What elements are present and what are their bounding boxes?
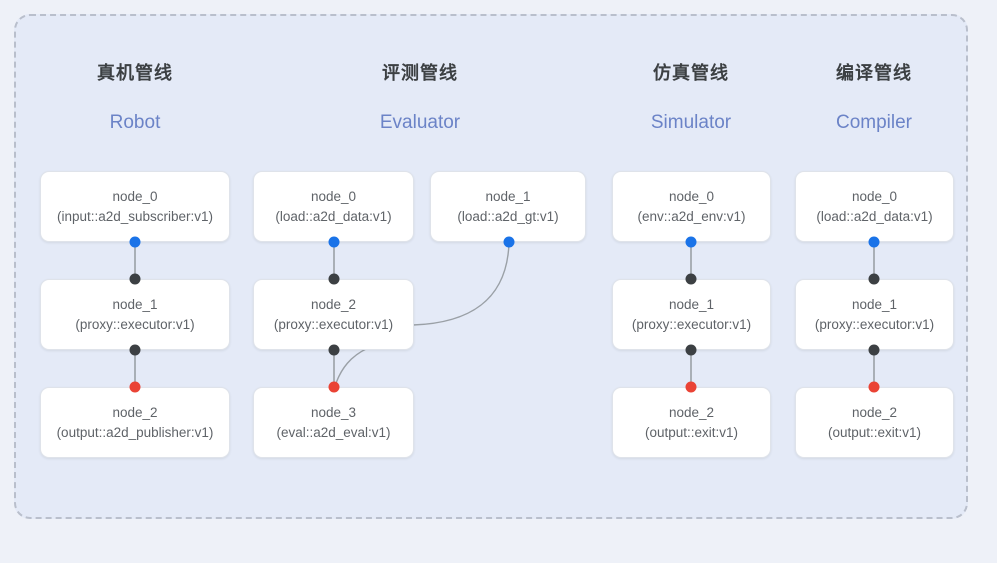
port-input-robot-node-2[interactable] <box>129 381 141 393</box>
port-output-eval-node-2[interactable] <box>328 344 340 356</box>
node-type: (output::exit:v1) <box>827 424 922 440</box>
node-comp-node-1[interactable]: node_1 (proxy::executor:v1) <box>795 279 954 350</box>
node-comp-node-0[interactable]: node_0 (load::a2d_data:v1) <box>795 171 954 242</box>
node-title: node_1 <box>851 296 898 312</box>
node-type: (proxy::executor:v1) <box>631 316 752 332</box>
node-title: node_0 <box>668 188 715 204</box>
node-title: node_2 <box>112 404 158 420</box>
port-output-sim-node-1[interactable] <box>685 344 697 356</box>
port-input-eval-node-3[interactable] <box>328 381 340 393</box>
node-type: (eval::a2d_eval:v1) <box>276 424 391 440</box>
port-input-eval-node-2[interactable] <box>328 273 340 285</box>
node-type: (load::a2d_gt:v1) <box>457 208 559 224</box>
port-input-sim-node-1[interactable] <box>685 273 697 285</box>
node-title: node_0 <box>112 188 158 204</box>
port-output-robot-node-0[interactable] <box>129 236 141 248</box>
node-eval-node-2[interactable]: node_2 (proxy::executor:v1) <box>253 279 414 350</box>
node-type: (proxy::executor:v1) <box>75 316 195 332</box>
node-type: (load::a2d_data:v1) <box>275 208 392 224</box>
node-title: node_1 <box>668 296 715 312</box>
node-eval-node-3[interactable]: node_3 (eval::a2d_eval:v1) <box>253 387 414 458</box>
port-output-eval-node-0[interactable] <box>328 236 340 248</box>
node-title: node_2 <box>668 404 715 420</box>
node-title: node_2 <box>851 404 898 420</box>
node-type: (proxy::executor:v1) <box>814 316 935 332</box>
node-title: node_0 <box>851 188 898 204</box>
node-eval-node-1[interactable]: node_1 (load::a2d_gt:v1) <box>430 171 586 242</box>
port-output-comp-node-1[interactable] <box>868 344 880 356</box>
node-sim-node-1[interactable]: node_1 (proxy::executor:v1) <box>612 279 771 350</box>
port-output-sim-node-0[interactable] <box>685 236 697 248</box>
node-comp-node-2[interactable]: node_2 (output::exit:v1) <box>795 387 954 458</box>
node-title: node_2 <box>310 296 357 312</box>
node-title: node_0 <box>310 188 357 204</box>
port-input-sim-node-2[interactable] <box>685 381 697 393</box>
node-type: (input::a2d_subscriber:v1) <box>56 208 214 224</box>
node-type: (load::a2d_data:v1) <box>816 208 933 224</box>
node-eval-node-0[interactable]: node_0 (load::a2d_data:v1) <box>253 171 414 242</box>
node-robot-node-1[interactable]: node_1 (proxy::executor:v1) <box>40 279 230 350</box>
node-sim-node-0[interactable]: node_0 (env::a2d_env:v1) <box>612 171 771 242</box>
port-output-comp-node-0[interactable] <box>868 236 880 248</box>
node-title: node_1 <box>485 188 531 204</box>
port-input-robot-node-1[interactable] <box>129 273 141 285</box>
node-title: node_1 <box>112 296 158 312</box>
node-type: (env::a2d_env:v1) <box>637 208 746 224</box>
port-output-robot-node-1[interactable] <box>129 344 141 356</box>
node-type: (output::exit:v1) <box>644 424 739 440</box>
node-type: (output::a2d_publisher:v1) <box>56 424 214 440</box>
node-robot-node-0[interactable]: node_0 (input::a2d_subscriber:v1) <box>40 171 230 242</box>
port-input-comp-node-1[interactable] <box>868 273 880 285</box>
port-output-eval-node-1[interactable] <box>503 236 515 248</box>
node-robot-node-2[interactable]: node_2 (output::a2d_publisher:v1) <box>40 387 230 458</box>
node-title: node_3 <box>310 404 357 420</box>
port-input-comp-node-2[interactable] <box>868 381 880 393</box>
node-type: (proxy::executor:v1) <box>273 316 394 332</box>
node-sim-node-2[interactable]: node_2 (output::exit:v1) <box>612 387 771 458</box>
